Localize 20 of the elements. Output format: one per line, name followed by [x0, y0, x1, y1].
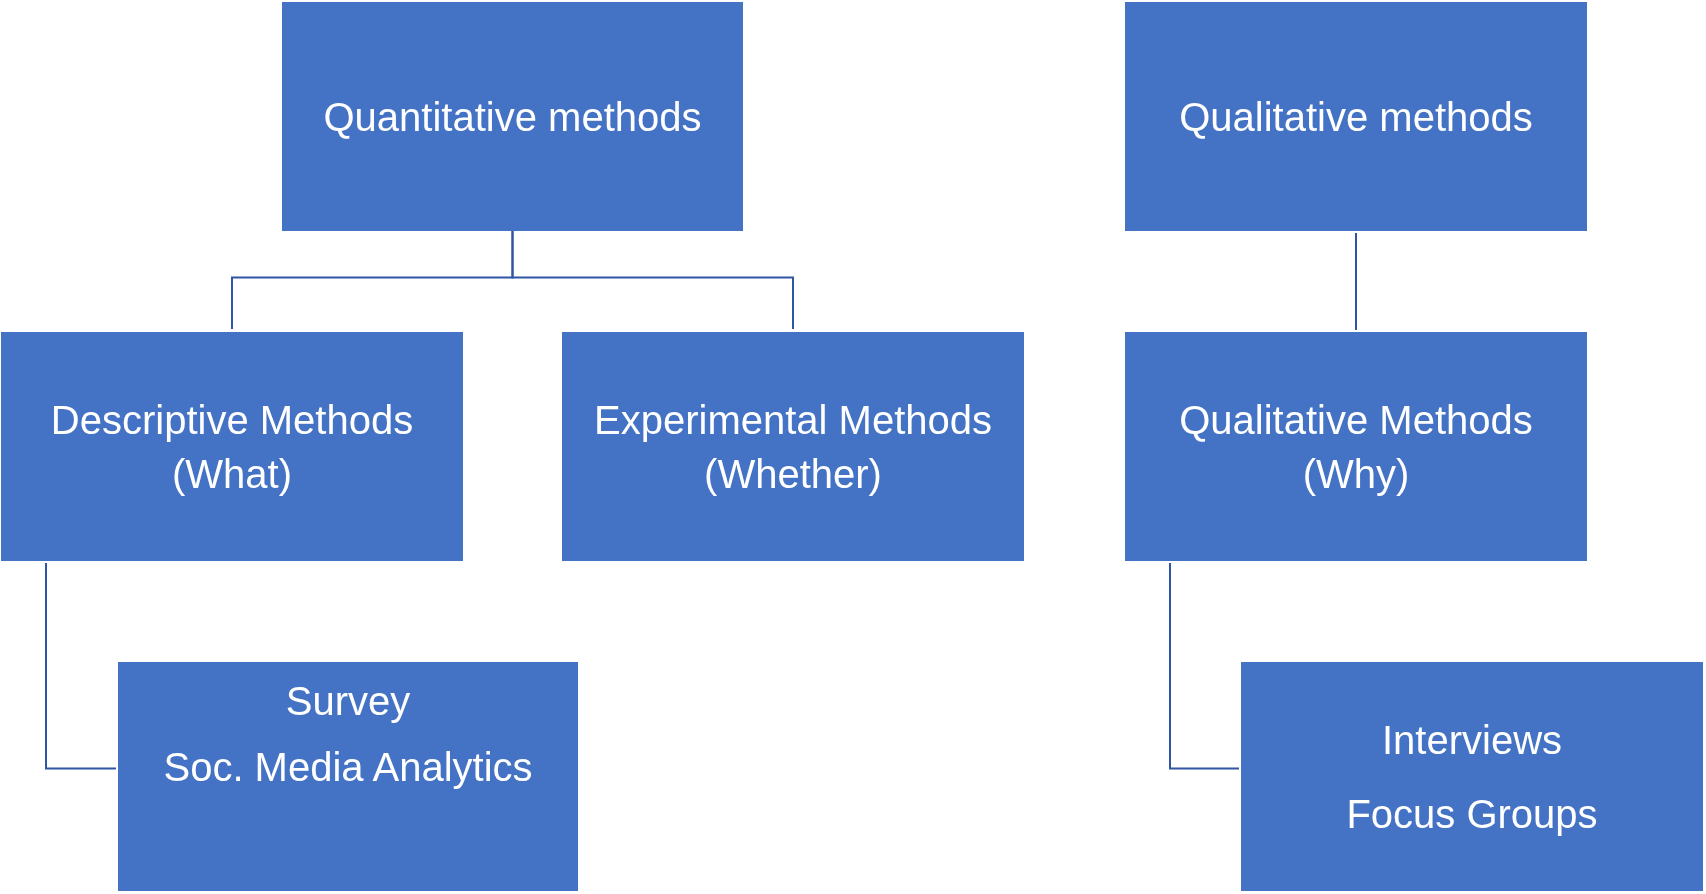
box-label: Quantitative methods: [323, 93, 702, 141]
box-label: Survey: [285, 678, 411, 725]
box-label: Qualitative Methods (Why): [1178, 396, 1534, 498]
method-box: [282, 2, 743, 231]
box-label: Interviews: [1381, 716, 1563, 764]
method-box: [1, 332, 463, 561]
method-box: [562, 332, 1024, 561]
box-label: Experimental Methods (Whether): [593, 396, 993, 498]
box-label: Soc. Media Analytics: [163, 744, 533, 791]
method-box: [1241, 662, 1703, 891]
connector-line: [511, 230, 794, 330]
box-label: Focus Groups: [1346, 790, 1598, 838]
method-box: [118, 662, 578, 891]
box-label: Qualitative methods: [1179, 93, 1533, 141]
box-label: Descriptive Methods (What): [49, 396, 415, 498]
connector-line: [1169, 562, 1240, 770]
method-box: [1125, 332, 1587, 561]
connector-line: [45, 562, 117, 770]
method-box: [1125, 2, 1587, 231]
connector-line: [1355, 232, 1357, 331]
